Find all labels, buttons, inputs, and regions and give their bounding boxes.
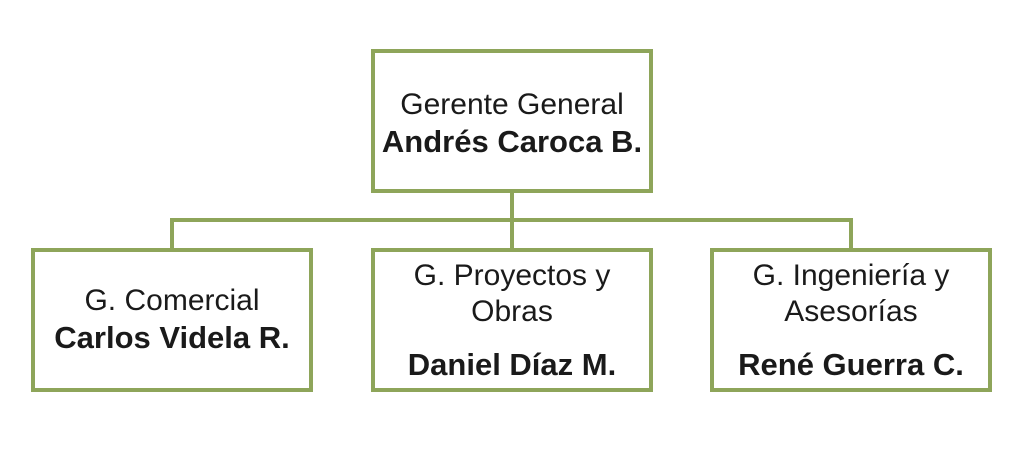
- node-person: Carlos Videla R.: [54, 320, 290, 355]
- node-comercial: G. Comercial Carlos Videla R.: [31, 248, 313, 392]
- node-ingenieria-asesorias: G. Ingeniería y Asesorías René Guerra C.: [710, 248, 992, 392]
- node-person: Daniel Díaz M.: [407, 347, 617, 382]
- node-general-manager: Gerente General Andrés Caroca B.: [371, 49, 653, 193]
- node-role: Gerente General: [400, 88, 624, 121]
- node-person: René Guerra C.: [738, 347, 964, 382]
- node-role: G. Comercial: [84, 284, 260, 317]
- node-role: G. Ingeniería y Asesorías: [752, 259, 950, 328]
- node-proyectos-obras: G. Proyectos y Obras Daniel Díaz M.: [371, 248, 653, 392]
- node-person: Andrés Caroca B.: [381, 124, 643, 159]
- node-role: G. Proyectos y Obras: [413, 259, 611, 328]
